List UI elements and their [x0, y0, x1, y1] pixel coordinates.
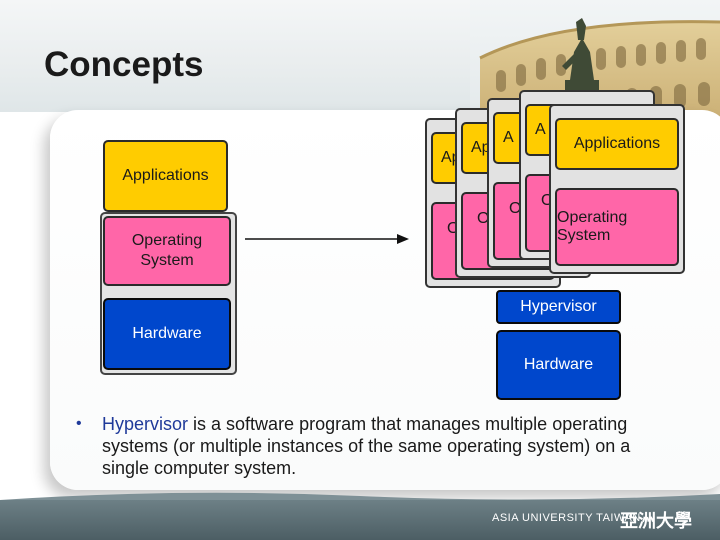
transform-arrow	[245, 234, 409, 244]
vm-applications-box: Applications	[555, 118, 679, 170]
hardware-label: Hardware	[132, 325, 202, 342]
university-logo: 亞洲大學	[620, 511, 692, 532]
vm-os-label: Operating System	[557, 209, 628, 244]
operating-system-label: Operating System	[131, 232, 203, 269]
applications-box: Applications	[103, 140, 228, 212]
applications-label: Applications	[122, 167, 209, 184]
footer-band	[0, 500, 720, 540]
vm-hardware-label: Hardware	[523, 356, 594, 373]
vm-instance-front: Applications Operating System	[549, 104, 685, 274]
vm-applications-label: Ap	[471, 139, 491, 156]
hypervisor-box: Hypervisor	[496, 290, 621, 324]
colosseum-image	[470, 0, 720, 130]
footer-university-name: ASIA UNIVERSITY TAIWAN	[492, 512, 641, 524]
vm-hardware-box: Hardware	[496, 330, 621, 400]
vm-operating-system-box: Operating System	[555, 188, 679, 266]
vm-applications-label: A	[535, 121, 546, 138]
hardware-box: Hardware	[103, 298, 231, 370]
vm-stack-group: Ap O Ap O A O A O Applications O	[425, 90, 685, 290]
hypervisor-label: Hypervisor	[520, 298, 597, 315]
bullet-dot-icon: •	[76, 415, 82, 432]
slide-title: Concepts	[44, 45, 204, 84]
bullet-text: Hypervisor is a software program that ma…	[102, 413, 632, 479]
bullet-body: is a software program that manages multi…	[102, 414, 631, 478]
vm-os-label: O	[477, 210, 490, 227]
bullet-keyword: Hypervisor	[102, 414, 189, 434]
vm-os-label: O	[509, 200, 522, 217]
vm-applications-label: Applications	[573, 135, 661, 152]
vm-applications-label: A	[503, 129, 514, 146]
operating-system-box: Operating System	[103, 216, 231, 286]
